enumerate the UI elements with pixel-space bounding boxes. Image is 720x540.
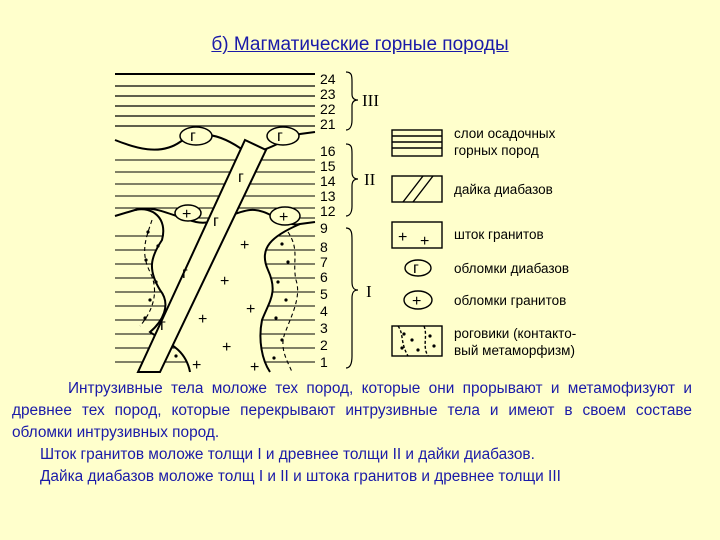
layer-number: 8	[320, 239, 328, 255]
granite-fragments	[174, 204, 301, 226]
granite-fragment-symbol: +	[182, 206, 191, 223]
group-label-II: II	[364, 170, 376, 189]
layer-number: 21	[320, 116, 336, 132]
sediment-layers-icon	[391, 129, 443, 157]
legend-stock-symbol: +	[420, 233, 429, 250]
legend-label: горных пород	[454, 143, 539, 158]
diabase-dike	[136, 138, 268, 373]
hornfels-dots	[143, 230, 290, 360]
layer-number: 3	[320, 320, 328, 336]
legend-granite-symbol: +	[412, 293, 421, 310]
paragraph-1: Интрузивные тела моложе тех пород, котор…	[12, 380, 692, 441]
dike-symbol: г	[182, 265, 188, 282]
legend	[391, 129, 443, 357]
stock-symbol: +	[246, 301, 255, 318]
group-braces	[345, 71, 359, 369]
page-title: б) Магматические горные породы	[211, 34, 509, 55]
stock-symbol: +	[250, 359, 259, 376]
legend-label: обломки гранитов	[454, 293, 566, 308]
paragraph-2: Шток гранитов моложе толщи I и древнее т…	[40, 446, 535, 463]
layer-number: 16	[320, 143, 336, 159]
legend-label: шток гранитов	[454, 227, 544, 242]
unconformity-upper	[114, 131, 316, 153]
legend-label: слои осадочных	[454, 126, 556, 141]
layer-number: 23	[320, 86, 336, 102]
layer-number: 9	[320, 220, 328, 236]
legend-label: вый метаморфизм)	[454, 343, 575, 358]
layer-number: 14	[320, 173, 336, 189]
legend-label: дайка диабазов	[454, 182, 553, 197]
layer-number: 1	[320, 354, 328, 370]
stock-symbol: +	[222, 339, 231, 356]
stock-symbol: +	[220, 273, 229, 290]
layer-number: 4	[320, 303, 328, 319]
layer-number: 12	[320, 203, 336, 219]
group-label-I: I	[366, 282, 372, 301]
dike-symbol: г	[238, 169, 244, 186]
stock-symbol: +	[192, 357, 201, 374]
legend-diabase-symbol: г	[413, 260, 419, 277]
stock-contact-right	[259, 223, 301, 373]
explanation-text: Интрузивные тела моложе тех пород, котор…	[12, 378, 692, 488]
diabase-fragment-symbol: г	[277, 128, 283, 145]
legend-stock-symbol: +	[398, 229, 407, 246]
formation-I-right	[260, 235, 315, 363]
layer-number: 5	[320, 286, 328, 302]
diabase-fragments	[179, 126, 300, 146]
paragraph-3: Дайка диабазов моложе толщ I и II и шток…	[40, 468, 561, 485]
granite-stock-icon	[391, 221, 443, 249]
dike-symbol: г	[160, 317, 166, 334]
granite-fragment-symbol: +	[279, 209, 288, 226]
layer-number: 7	[320, 254, 328, 270]
legend-label: обломки диабазов	[454, 261, 569, 276]
group-label-III: III	[362, 91, 379, 110]
dike-symbol: г	[213, 213, 219, 230]
diabase-dike-icon	[391, 175, 443, 203]
granite-fragment-icon	[403, 290, 433, 310]
hornfels-icon	[391, 325, 443, 357]
layer-number: 2	[320, 337, 328, 353]
layer-number: 22	[320, 101, 336, 117]
layer-number: 15	[320, 158, 336, 174]
hornfels-zone	[139, 219, 299, 373]
formation-III	[115, 73, 315, 127]
layer-number: 13	[320, 188, 336, 204]
layer-number: 24	[320, 71, 336, 87]
stock-symbol: +	[198, 311, 207, 328]
diabase-fragment-symbol: г	[190, 128, 196, 145]
legend-label: роговики (контакто-	[454, 326, 576, 341]
stock-symbol: +	[240, 237, 249, 254]
layer-number: 6	[320, 269, 328, 285]
diabase-fragment-icon	[404, 259, 432, 277]
layer-numbers: 24 23 22 21 16 15 14 13 12 9 8 7 6 5 4 3…	[320, 71, 336, 370]
